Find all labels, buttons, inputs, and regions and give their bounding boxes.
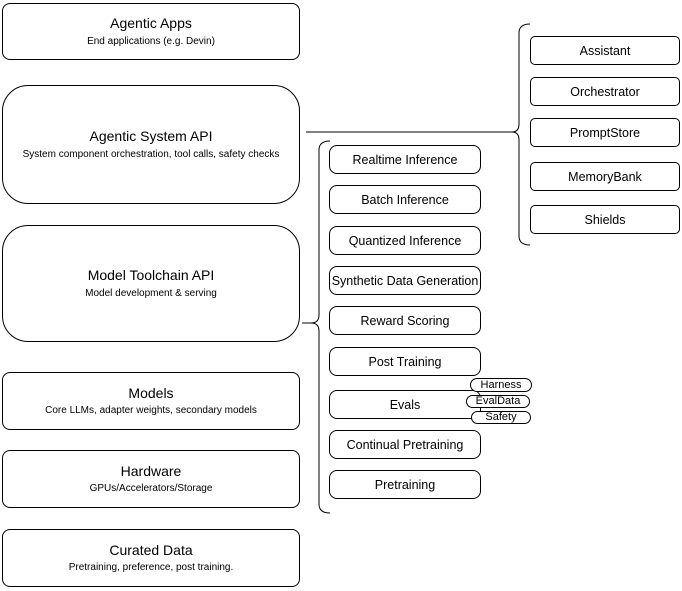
node-subtitle: End applications (e.g. Devin) — [87, 35, 215, 47]
toolchain-services-brace — [310, 140, 331, 514]
service-pretraining: Pretraining — [329, 470, 481, 499]
node-title: Agentic System API — [89, 128, 213, 145]
component-label: MemoryBank — [568, 169, 642, 184]
node-title: Models — [128, 384, 174, 401]
service-label: Continual Pretraining — [346, 437, 464, 452]
service-continual-pretraining: Continual Pretraining — [329, 430, 481, 459]
service-batch-inference: Batch Inference — [329, 185, 481, 214]
service-quantized-inference: Quantized Inference — [329, 226, 481, 255]
system-components-brace — [511, 23, 531, 246]
tag-label: Safety — [485, 411, 517, 423]
service-label: Realtime Inference — [352, 152, 458, 167]
component-label: PromptStore — [569, 125, 641, 140]
node-title: Hardware — [120, 462, 182, 479]
node-hardware: Hardware GPUs/Accelerators/Storage — [2, 450, 300, 508]
node-agentic-apps: Agentic Apps End applications (e.g. Devi… — [2, 3, 300, 60]
tag-safety: Safety — [471, 411, 531, 424]
component-label: Shields — [584, 212, 626, 227]
service-label: Reward Scoring — [360, 313, 450, 328]
service-label: Batch Inference — [361, 192, 449, 207]
node-model-toolchain-api: Model Toolchain API Model development & … — [2, 225, 300, 342]
service-realtime-inference: Realtime Inference — [329, 145, 481, 174]
component-memorybank: MemoryBank — [530, 162, 680, 191]
component-assistant: Assistant — [530, 36, 680, 65]
node-title: Curated Data — [109, 541, 193, 558]
tag-label: EvalData — [475, 395, 521, 407]
node-subtitle: Model development & serving — [85, 287, 217, 299]
node-models: Models Core LLMs, adapter weights, secon… — [2, 372, 300, 430]
service-label: Evals — [389, 397, 421, 412]
node-subtitle: System component orchestration, tool cal… — [22, 148, 280, 160]
service-post-training: Post Training — [329, 347, 481, 376]
tag-evaldata: EvalData — [466, 395, 530, 408]
service-label: Synthetic Data Generation — [331, 273, 479, 288]
tag-label: Harness — [480, 378, 522, 391]
node-title: Model Toolchain API — [87, 267, 215, 284]
node-curated-data: Curated Data Pretraining, preference, po… — [2, 529, 300, 587]
node-subtitle: Pretraining, preference, post training. — [68, 562, 234, 574]
service-label: Post Training — [368, 354, 442, 369]
node-title: Agentic Apps — [110, 15, 192, 32]
node-agentic-system-api: Agentic System API System component orch… — [2, 85, 300, 204]
component-label: Orchestrator — [570, 84, 640, 99]
service-reward-scoring: Reward Scoring — [329, 306, 481, 335]
tag-harness: Harness — [470, 378, 532, 392]
service-label: Quantized Inference — [348, 233, 462, 248]
node-subtitle: GPUs/Accelerators/Storage — [89, 483, 213, 495]
service-synthetic-data-generation: Synthetic Data Generation — [329, 266, 481, 295]
component-label: Assistant — [579, 43, 631, 58]
component-shields: Shields — [530, 205, 680, 234]
component-promptstore: PromptStore — [530, 118, 680, 147]
service-label: Pretraining — [374, 477, 436, 492]
node-subtitle: Core LLMs, adapter weights, secondary mo… — [45, 405, 257, 417]
component-orchestrator: Orchestrator — [530, 77, 680, 106]
service-evals: Evals — [329, 390, 481, 419]
